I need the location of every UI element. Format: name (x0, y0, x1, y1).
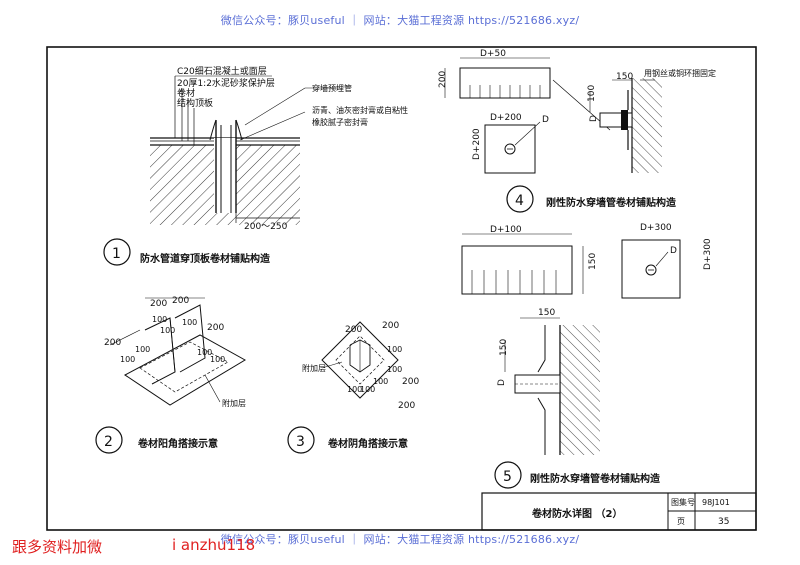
fig5-sq-width: D+300 (640, 223, 672, 233)
fig2-dim-4: 100 (160, 326, 175, 335)
fig1-layer-1: C20细石混凝土或面层 (177, 65, 267, 77)
figure-5: D+100 150 D D+300 D+300 150 150 D 5 刚性防水… (461, 223, 713, 489)
fig4-number: 4 (515, 193, 524, 209)
fig3-number-circle (287, 426, 315, 454)
fig4-d: D (542, 115, 549, 125)
fig3-label: 附加层 (302, 363, 326, 373)
fig4-wall-hatch (632, 78, 662, 173)
fig5-number-circle (494, 461, 522, 489)
fig2-dim-11: 100 (210, 355, 225, 364)
fig2-dim-3: 100 (152, 315, 167, 324)
title-block-page-no: 35 (718, 517, 729, 527)
fig5-d-side: D (497, 379, 507, 386)
figure-3: 200 200 100 100 100 100 100 200 200 附加层 … (287, 321, 419, 454)
fig3-dim-5: 100 (373, 377, 388, 386)
fig1-number: 1 (112, 246, 121, 262)
fig4-top-width: D+50 (480, 49, 506, 59)
fig2-label: 附加层 (222, 398, 246, 408)
fig2-dim-7: 200 (104, 338, 121, 348)
figure-1: C20细石混凝土或面层 20厚1:2水泥砂浆保护层 卷材 结构顶板 穿墙预埋管 … (103, 65, 408, 266)
fig2-dim-5: 100 (182, 318, 197, 327)
fig5-wall-hatch (560, 325, 600, 455)
fig1-layer-3: 卷材 (177, 87, 195, 99)
fig3-dim-3: 100 (387, 345, 402, 354)
title-block-page-label: 页 (677, 517, 685, 526)
fig5-dim150a: 150 (538, 308, 555, 318)
fig5-caption: 刚性防水穿墙管卷材铺贴构造 (530, 472, 661, 485)
fig1-right-label-1: 穿墙预埋管 (312, 83, 352, 93)
fig1-number-circle (103, 238, 131, 266)
figure-4: D+50 200 D D+200 D+200 150 100 D 用钢丝或铜环捆… (438, 49, 716, 213)
fig4-note: 用钢丝或铜环捆固定 (644, 68, 716, 78)
fig2-dim-9: 100 (135, 345, 150, 354)
footer-id-text: i anzhu118 (172, 536, 256, 554)
fig3-dim-1: 200 (345, 325, 362, 335)
fig2-dim-2: 200 (172, 296, 189, 306)
sheet-frame (46, 46, 757, 531)
footer-left-text: 跟多资料加微 (12, 538, 103, 556)
figure-2: 200 200 100 100 100 200 200 100 100 100 … (95, 296, 246, 454)
title-block-atlas-no: 98J101 (702, 498, 730, 507)
fig4-sq-width: D+200 (490, 113, 522, 123)
fig2-dim-10: 100 (197, 348, 212, 357)
fig2-dim-6: 200 (207, 323, 224, 333)
fig4-dim150: 150 (616, 72, 633, 82)
title-block-atlas-label: 图集号 (671, 497, 695, 507)
fig1-layer-4: 结构顶板 (177, 97, 213, 109)
fig3-caption: 卷材阴角搭接示意 (327, 437, 408, 450)
watermark-top: 微信公众号：豚贝useful ｜ 网站：大猫工程资源 https://52168… (220, 14, 580, 27)
fig3-dim-6: 100 (360, 385, 375, 394)
fig5-dim150b: 150 (499, 339, 509, 356)
fig1-caption: 防水管道穿顶板卷材铺贴构造 (140, 252, 271, 265)
watermark-bottom: 微信公众号：豚贝useful ｜ 网站：大猫工程资源 https://52168… (220, 533, 580, 546)
fig2-number-circle (95, 426, 123, 454)
fig1-dim: 200～250 (244, 222, 288, 232)
fig3-dim-9: 200 (398, 401, 415, 411)
fig5-top-height: 150 (588, 253, 598, 270)
fig5-sq-height: D+300 (703, 238, 713, 270)
fig1-right-label-3: 橡胶腻子密封膏 (312, 117, 368, 127)
fig4-caption: 刚性防水穿墙管卷材铺贴构造 (546, 196, 677, 209)
fig3-number: 3 (296, 434, 305, 450)
fig5-d: D (670, 246, 677, 256)
fig2-dim-1: 200 (150, 299, 167, 309)
fig3-dim-8: 200 (402, 377, 419, 387)
fig5-top-width: D+100 (490, 225, 522, 235)
title-block: 卷材防水详图 （2） 图集号 98J101 页 35 (481, 492, 757, 531)
fig4-sq-height: D+200 (472, 128, 482, 160)
fig4-top-height: 200 (438, 71, 448, 88)
fig5-number: 5 (503, 469, 512, 485)
fig3-dim-7: 100 (347, 385, 362, 394)
fig3-dim-2: 200 (382, 321, 399, 331)
fig1-layer-2: 20厚1:2水泥砂浆保护层 (177, 77, 275, 89)
fig4-d-side: D (589, 115, 599, 122)
fig2-number: 2 (104, 434, 113, 450)
fig4-dim100: 100 (587, 85, 597, 102)
title-block-title: 卷材防水详图 （2） (531, 507, 622, 520)
fig4-number-circle (506, 185, 534, 213)
fig3-dim-4: 100 (387, 365, 402, 374)
fig2-caption: 卷材阳角搭接示意 (137, 437, 218, 450)
fig1-right-label-2: 沥青、油灰密封膏或自粘性 (312, 105, 408, 115)
fig2-dim-8: 100 (120, 355, 135, 364)
